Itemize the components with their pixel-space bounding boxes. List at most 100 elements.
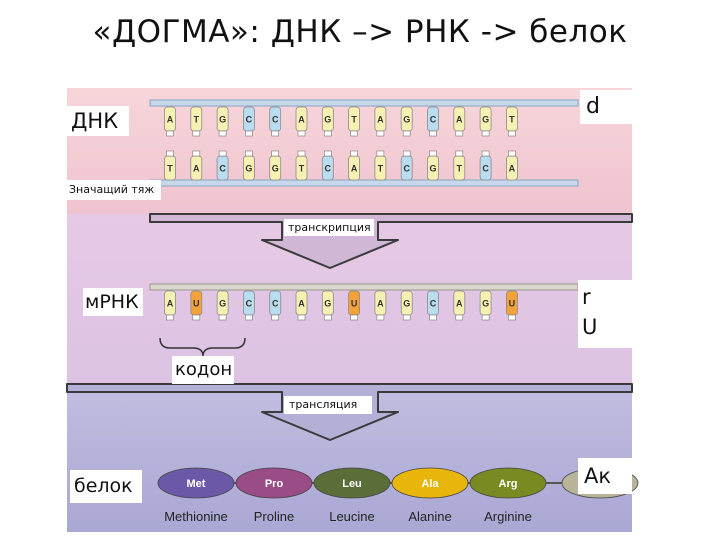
- dna-top-base-letter: G: [324, 115, 331, 125]
- mrna-base-letter: U: [351, 299, 358, 309]
- dna-top-base-notch: [429, 130, 437, 137]
- mrna-base-letter: G: [482, 299, 489, 309]
- mrna-base: A: [374, 290, 387, 321]
- mrna-base-letter: G: [219, 299, 226, 309]
- dna-bottom-base-notch: [508, 150, 516, 157]
- mrna-base-letter: G: [403, 299, 410, 309]
- dna-top-base-notch: [508, 130, 516, 137]
- dna-bottom-base-notch: [218, 150, 227, 157]
- dna-bottom-base-letter: C: [219, 164, 226, 174]
- mrna-base-notch: [323, 314, 332, 321]
- dna-top-base-notch: [245, 130, 253, 137]
- dna-bottom-base-notch: [350, 150, 358, 157]
- dna-bottom-base-notch: [455, 150, 464, 157]
- dna-bottom-base: T: [453, 150, 466, 181]
- dna-top-base-letter: G: [482, 115, 489, 125]
- mrna-base-notch: [245, 314, 253, 321]
- dna-top-base-notch: [455, 130, 464, 137]
- right-label-r: r: [582, 285, 591, 309]
- dna-bottom-base-letter: T: [378, 164, 384, 174]
- mrna-base-letter: C: [272, 299, 279, 309]
- dna-bottom-base-letter: T: [299, 164, 305, 174]
- mrna-base-letter: A: [167, 299, 174, 309]
- dna-label: ДНК: [67, 106, 129, 136]
- dna-top-base-letter: G: [219, 115, 226, 125]
- dna-top-base-letter: T: [194, 115, 200, 125]
- dna-top-base-notch: [323, 130, 332, 137]
- dna-bottom-base: A: [348, 150, 361, 181]
- amino-acid-short: Arg: [499, 478, 518, 490]
- dna-bottom-base-letter: C: [403, 164, 410, 174]
- dna-top-base: T: [348, 106, 361, 137]
- mrna-base-notch: [508, 314, 516, 321]
- dna-bottom-base-letter: A: [509, 164, 516, 174]
- dna-top-base-letter: T: [509, 115, 515, 125]
- amino-acid-name: Methionine: [164, 509, 228, 524]
- right-label-d: d: [580, 90, 632, 124]
- dna-top-base: A: [295, 106, 308, 137]
- mrna-base: U: [190, 290, 203, 321]
- dna-top-base: G: [400, 106, 413, 137]
- dna-bottom-backbone: [149, 179, 579, 187]
- dna-top-base-letter: C: [430, 115, 437, 125]
- mrna-base-letter: G: [324, 299, 331, 309]
- dna-bottom-base-letter: G: [429, 164, 436, 174]
- mrna-base: G: [400, 290, 413, 321]
- mrna-base-notch: [271, 314, 280, 321]
- slide-title: «ДОГМА»: ДНК –> РНК -> белок: [92, 14, 628, 50]
- mrna-base: G: [216, 290, 229, 321]
- translation-label: трансляция: [284, 396, 372, 414]
- amino-acid-bead: [235, 467, 313, 499]
- mrna-base-letter: U: [193, 299, 200, 309]
- dna-top-base-notch: [402, 130, 411, 137]
- dna-bottom-base-notch: [376, 150, 385, 157]
- dna-bottom-base: G: [427, 150, 439, 181]
- dna-bottom-base-notch: [245, 150, 253, 157]
- amino-acid-bead: [157, 467, 235, 499]
- dna-bottom-base-letter: A: [193, 164, 200, 174]
- transcription-label: транскрипция: [284, 219, 374, 236]
- mrna-base: A: [295, 290, 308, 321]
- dna-bottom-base-letter: C: [482, 164, 489, 174]
- dna-top-base: A: [164, 106, 176, 137]
- dna-bottom-base-letter: C: [325, 164, 332, 174]
- mrna-base-notch: [402, 314, 411, 321]
- dna-top-backbone: [149, 99, 579, 107]
- dna-top-base: G: [479, 106, 492, 137]
- dna-top-base-letter: A: [167, 115, 174, 125]
- dna-top-base: G: [321, 106, 334, 137]
- template-strand-label: Значащий тяж: [67, 180, 161, 200]
- dna-bottom-base: C: [216, 150, 229, 181]
- dna-bottom-base: A: [505, 150, 518, 181]
- mrna-base: A: [453, 290, 466, 321]
- mrna-base-letter: U: [509, 299, 516, 309]
- amino-acid-short: Leu: [342, 478, 362, 490]
- mrna-base: C: [269, 290, 282, 321]
- dna-top-base: A: [453, 106, 466, 137]
- dna-top-base: T: [505, 106, 518, 137]
- mrna-base-notch: [455, 314, 464, 321]
- mrna-base-notch: [350, 314, 358, 321]
- dna-top-base-notch: [350, 130, 358, 137]
- amino-acid-bead: [391, 467, 469, 499]
- dna-top-base-notch: [192, 130, 201, 137]
- amino-acid-bead: [469, 467, 547, 499]
- mrna-label: мРНК: [83, 288, 143, 316]
- mrna-base-letter: A: [456, 299, 463, 309]
- mrna-base-notch: [297, 314, 306, 321]
- mrna-base: G: [321, 290, 334, 321]
- dna-top-base-letter: A: [298, 115, 305, 125]
- right-label-u: U: [582, 315, 598, 339]
- mrna-base-letter: A: [298, 299, 305, 309]
- mrna-base-notch: [376, 314, 385, 321]
- dna-bottom-base-letter: G: [272, 164, 279, 174]
- right-label-ak: Ак: [578, 458, 632, 494]
- dna-bottom-base-letter: T: [167, 164, 173, 174]
- mrna-base-notch: [429, 314, 437, 321]
- dna-top-base: T: [190, 106, 203, 137]
- dna-bottom-base: C: [479, 150, 492, 181]
- amino-acid-short: Pro: [265, 478, 284, 490]
- dna-bottom-base-letter: A: [351, 164, 358, 174]
